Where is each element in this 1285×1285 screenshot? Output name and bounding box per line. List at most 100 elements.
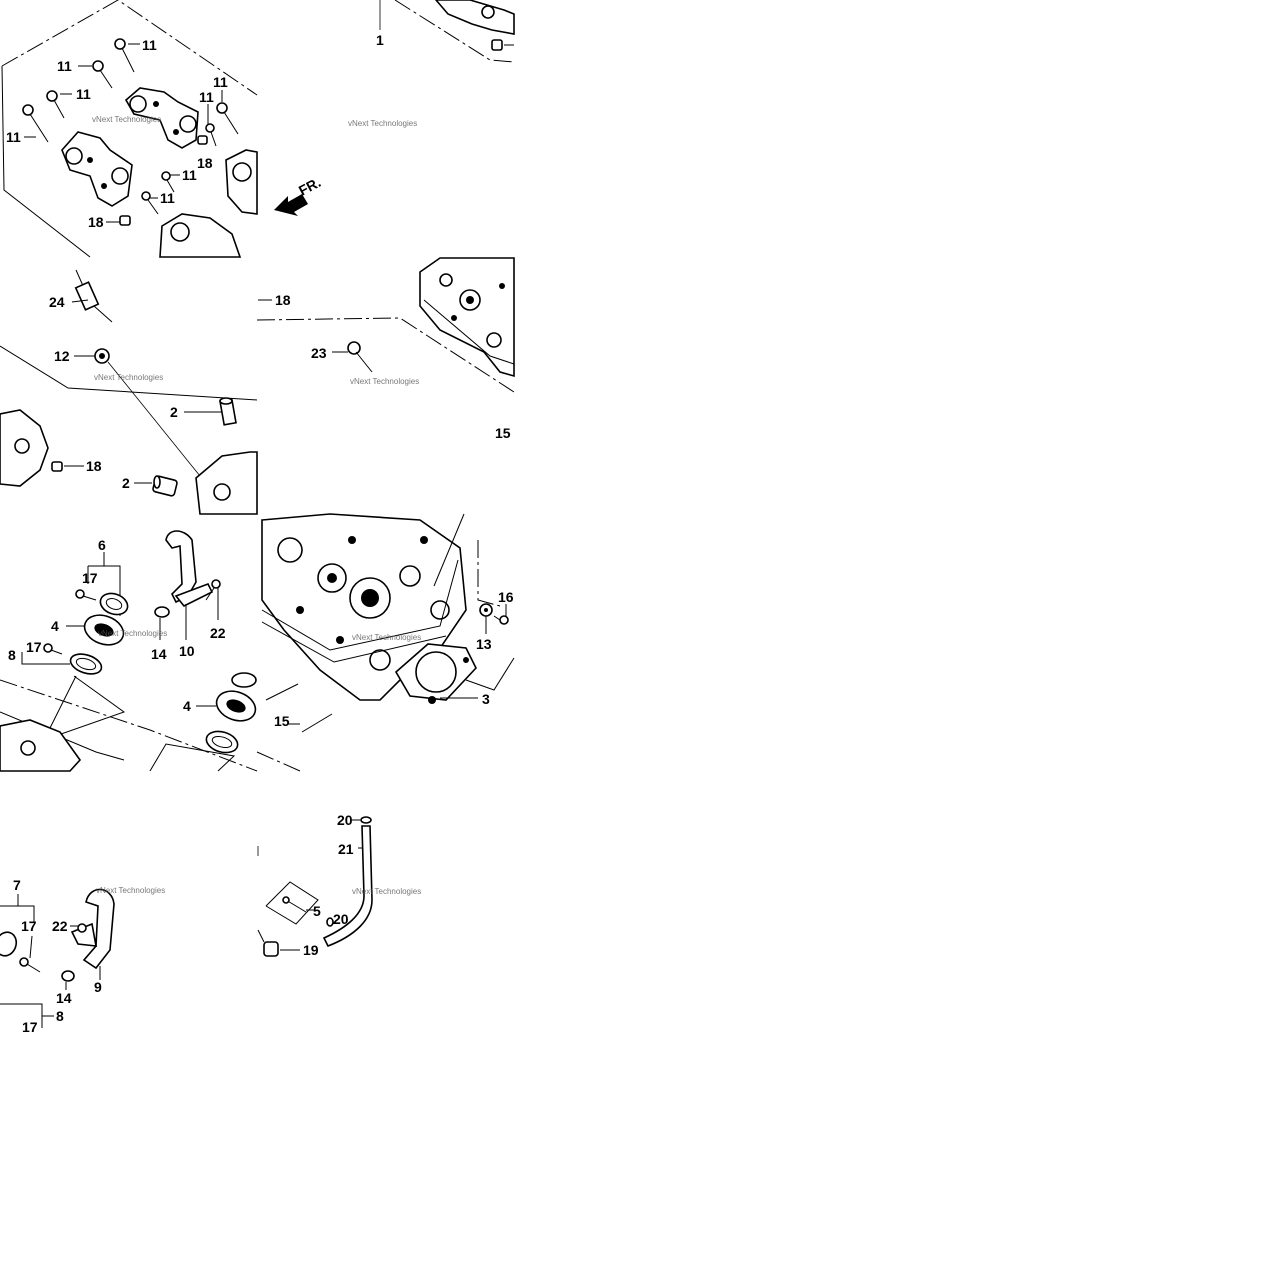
callout-17: 17 [21, 918, 37, 934]
callout-6: 6 [98, 537, 106, 553]
rocker-arm-holder-left [61, 131, 133, 207]
clamp-band [231, 672, 257, 688]
watermark: vNext Technologies [352, 633, 421, 642]
boundary-line [256, 751, 301, 772]
inset-frame [265, 881, 319, 925]
boundary-line [0, 679, 258, 772]
callout-18: 18 [197, 155, 213, 171]
boundary-line [1, 0, 258, 96]
callout-16: 16 [498, 589, 514, 605]
callout-8: 8 [56, 1008, 64, 1024]
watermark: vNext Technologies [352, 887, 421, 896]
callout-4: 4 [51, 618, 59, 634]
callout-8: 8 [8, 647, 16, 663]
callout-22: 22 [210, 625, 226, 641]
watermark: vNext Technologies [96, 886, 165, 895]
o-ring-14 [154, 606, 170, 618]
clamp-band-8 [205, 730, 239, 754]
callout-17: 17 [82, 570, 98, 586]
rocker-arm-holder-right [124, 87, 199, 149]
carburetor-insulator-4 [196, 690, 257, 722]
tile-rocker-arm-holders: 11 11 11 11 11 11 11 11 18 18 vNext Tech… [1, 0, 258, 258]
callout-21: 21 [338, 841, 354, 857]
callout-11: 11 [199, 89, 214, 105]
clamp-band-8 [69, 653, 103, 675]
callout-24: 24 [49, 294, 65, 310]
callout-17: 17 [26, 639, 42, 655]
callout-17: 17 [22, 1019, 38, 1035]
callout-11: 11 [182, 167, 197, 183]
leader-line [149, 743, 236, 772]
water-pipe-10 [165, 530, 214, 640]
watermark: vNext Technologies [348, 119, 417, 128]
breather-tube-21 [322, 825, 373, 948]
cylinder-head-fragment [195, 451, 258, 515]
spark-plug-24 [71, 269, 113, 323]
bolt-22 [77, 923, 87, 933]
leader-line [465, 657, 515, 691]
leader-line [0, 1003, 43, 1028]
fitting-5 [282, 896, 314, 913]
boundary-line [1, 65, 91, 258]
callout-11: 11 [160, 190, 175, 206]
bolt-16 [499, 615, 509, 625]
dowel-pin-18 [106, 135, 208, 226]
washer [491, 39, 503, 51]
callout-11: 11 [213, 74, 228, 90]
callout-4: 4 [183, 698, 191, 714]
stud-bolt-15 [301, 713, 333, 733]
screw-17 [19, 935, 41, 973]
callout-11: 11 [76, 86, 91, 102]
leader-line [43, 675, 126, 741]
watermark: vNext Technologies [350, 377, 419, 386]
callout-7: 7 [13, 877, 21, 893]
dowel-pin-18 [51, 461, 63, 472]
watermark: vNext Technologies [92, 115, 161, 124]
callout-15: 15 [274, 713, 290, 729]
callout-10: 10 [179, 643, 195, 659]
front-direction-arrow: FR. [274, 174, 323, 216]
callout-11: 11 [142, 37, 157, 53]
callout-1: 1 [376, 32, 384, 48]
watermark: vNext Technologies [94, 373, 163, 382]
front-marker-label: FR. [296, 174, 323, 199]
camshaft-holder-fragment [159, 149, 258, 258]
cylinder-head-gasket-3 [394, 643, 478, 704]
callout-20: 20 [333, 911, 349, 927]
callout-13: 13 [476, 636, 492, 652]
callout-14: 14 [151, 646, 167, 662]
tile-rear-pipe: 7 17 9 22 14 8 17 vNext Technologies [0, 877, 165, 1035]
tile-spark-plug-area: 24 12 2 2 18 vNext Technologies [0, 269, 258, 515]
callout-18: 18 [88, 214, 104, 230]
leader-line [21, 652, 70, 665]
callout-18: 18 [86, 458, 102, 474]
boundary-line [477, 540, 501, 607]
tile-cylinder-head-gasket: 3 13 16 15 vNext Technologies [256, 513, 515, 772]
screw-17 [75, 589, 97, 601]
tile-head-cover-front: 1 FR. vNext Technologies [274, 0, 515, 216]
callout-11: 11 [6, 129, 21, 145]
callout-2: 2 [170, 404, 178, 420]
callout-2: 2 [122, 475, 130, 491]
callout-15: 15 [495, 425, 511, 441]
water-pipe-9 [70, 888, 115, 980]
callout-19: 19 [303, 942, 319, 958]
cylinder-head [261, 513, 467, 701]
leader-line [0, 905, 35, 922]
bolt-23 [332, 341, 373, 373]
boundary-line [394, 0, 515, 63]
clamp-band-6 [99, 592, 129, 616]
callout-12: 12 [54, 348, 70, 364]
watermark: vNext Technologies [98, 629, 167, 638]
seal-12 [74, 348, 201, 477]
callout-22: 22 [52, 918, 68, 934]
cylinder-head-rear-fragment [0, 719, 82, 772]
bolt-11 [22, 38, 239, 215]
tile-cylinder-head-front: 18 23 15 vNext Technologies [256, 257, 515, 441]
boundary-line [0, 345, 258, 401]
cylinder-head-front [419, 257, 515, 378]
callout-20: 20 [337, 812, 353, 828]
tile-insulators-and-pipes: 6 17 4 8 17 10 [0, 530, 258, 772]
callout-5: 5 [313, 903, 321, 919]
